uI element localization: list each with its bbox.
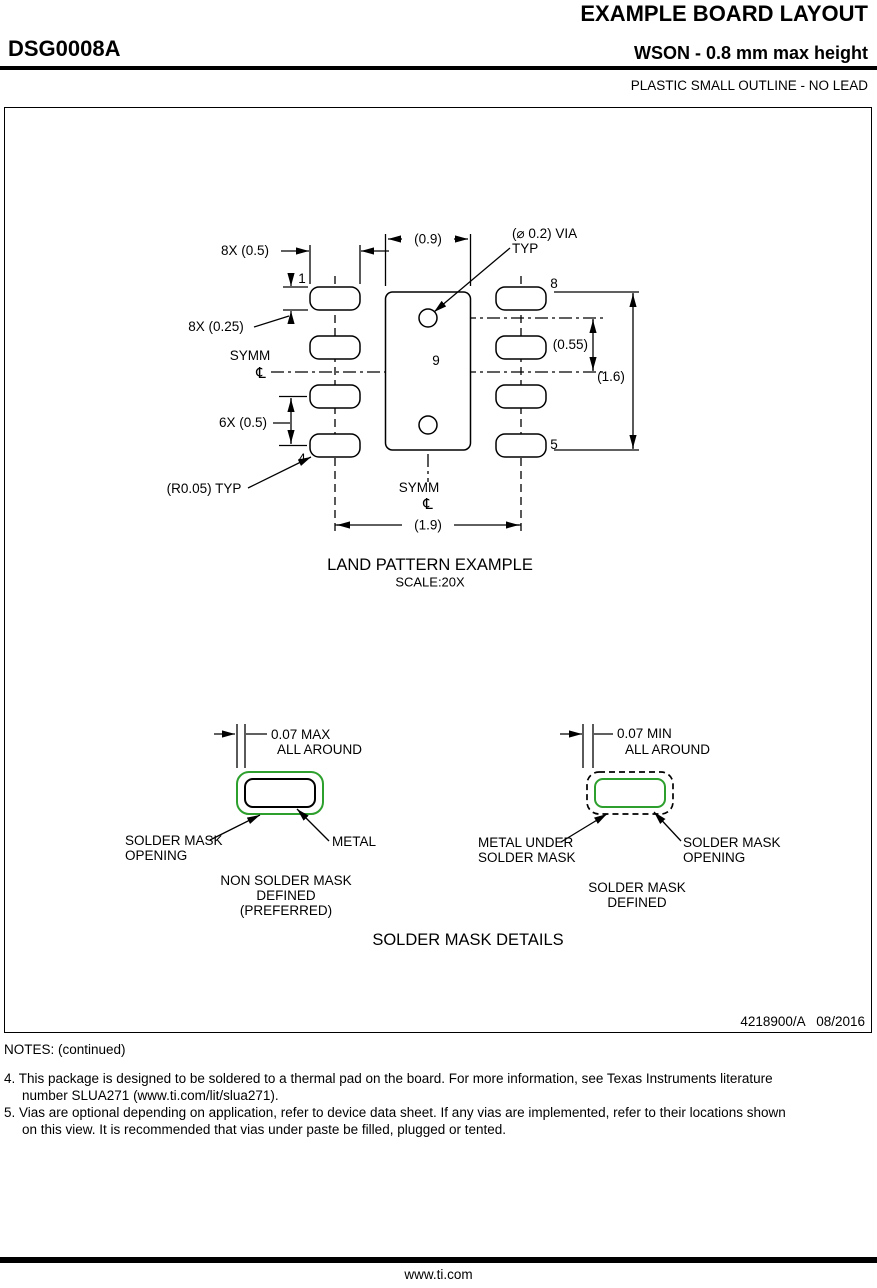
nsmd-metal-label: METAL	[332, 834, 376, 849]
via-callout: (⌀ 0.2) VIA TYP	[433, 226, 577, 313]
dim-pad-length-label: 8X (0.5)	[221, 243, 269, 258]
smd-clearance-label: 0.07 MIN	[617, 726, 672, 741]
dim-pad-span: (1.9)	[335, 518, 521, 533]
dim-center-height-label: (1.6)	[597, 369, 625, 384]
pin-1-label: 1	[298, 271, 306, 286]
smd-detail: 0.07 MIN ALL AROUND METAL UNDER SOLDER M…	[478, 724, 781, 910]
part-number: DSG0008A	[8, 36, 121, 61]
pad-6	[495, 384, 547, 409]
package-description: WSON - 0.8 mm max height	[633, 43, 868, 63]
land-pattern-title: LAND PATTERN EXAMPLE	[327, 556, 533, 574]
header-rule	[0, 66, 877, 70]
dim-pitch-label: 6X (0.5)	[219, 415, 267, 430]
symm-bottom: SYMM ℄	[399, 480, 440, 513]
notes-heading: NOTES: (continued)	[4, 1042, 126, 1057]
nsmd-clearance-label: 0.07 MAX	[271, 727, 330, 742]
land-pattern-scale: SCALE:20X	[395, 575, 465, 590]
dim-pitch: 6X (0.5)	[219, 395, 307, 447]
nsmd-clearance-scope: ALL AROUND	[277, 742, 362, 757]
smd-opening-label-line1: SOLDER MASK	[683, 835, 781, 850]
nsmd-caption-line1: NON SOLDER MASK	[220, 873, 351, 888]
nsmd-detail: 0.07 MAX ALL AROUND SOLDER MASK OPENING …	[125, 724, 376, 918]
smd-opening-label-line2: OPENING	[683, 850, 745, 865]
note-5-line1: 5. Vias are optional depending on applic…	[4, 1105, 786, 1120]
via-label-line1: (⌀ 0.2) VIA	[512, 226, 577, 241]
document-title: EXAMPLE BOARD LAYOUT	[580, 1, 868, 26]
note-4-line2: number SLUA271 (www.ti.com/lit/slua271).	[22, 1088, 279, 1103]
smd-metal-label-line1: METAL UNDER	[478, 835, 574, 850]
board-layout-drawing: (0.9) (⌀ 0.2) VIA TYP 8X (0.5) 8X (0.25)	[125, 226, 781, 949]
smd-metal-under-mask	[586, 771, 674, 815]
smd-metal-label-line2: SOLDER MASK	[478, 850, 576, 865]
dim-center-width: (0.9)	[384, 232, 472, 286]
land-pads	[309, 286, 547, 458]
pad-1	[309, 286, 361, 311]
pad-3	[309, 384, 361, 409]
pin-8-label: 8	[550, 276, 558, 291]
symm-left-label: SYMM	[230, 348, 271, 363]
drawing-number: 4218900/A 08/2016	[740, 1014, 865, 1029]
footer-bar	[0, 1257, 877, 1263]
pin-4-label: 4	[298, 451, 306, 466]
package-family: PLASTIC SMALL OUTLINE - NO LEAD	[630, 78, 868, 93]
pad-2	[309, 335, 361, 360]
pin-9-label: 9	[432, 353, 440, 368]
smd-mask-opening	[594, 778, 666, 808]
centerline-icon: ℄	[422, 496, 433, 513]
note-5-line2: on this view. It is recommended that via…	[22, 1122, 507, 1137]
smd-clearance-scope: ALL AROUND	[625, 742, 710, 757]
footer-website: www.ti.com	[404, 1267, 473, 1282]
nsmd-opening-label-line1: SOLDER MASK	[125, 833, 223, 848]
pad-5	[495, 433, 547, 458]
nsmd-mask-opening	[236, 771, 324, 815]
pin-5-label: 5	[550, 437, 558, 452]
dim-pad-length: 8X (0.5)	[221, 243, 389, 284]
thermal-pad	[384, 291, 472, 451]
note-4-line1: 4. This package is designed to be solder…	[4, 1071, 773, 1086]
pad-7	[495, 335, 547, 360]
nsmd-opening-label-line2: OPENING	[125, 848, 187, 863]
solder-mask-section-title: SOLDER MASK DETAILS	[372, 931, 563, 949]
dim-corner-radius-label: (R0.05) TYP	[167, 481, 242, 496]
smd-caption-line1: SOLDER MASK	[588, 880, 686, 895]
dim-corner-radius: (R0.05) TYP	[167, 456, 312, 496]
via-top	[418, 308, 438, 328]
pad-8	[495, 286, 547, 311]
dim-pad-width: 8X (0.25)	[188, 273, 308, 334]
dim-via-offset-label: (0.55)	[553, 337, 588, 352]
via-label-line2: TYP	[512, 241, 538, 256]
smd-caption-line2: DEFINED	[607, 895, 667, 910]
nsmd-caption-line3: (PREFERRED)	[240, 903, 332, 918]
dim-pad-span-label: (1.9)	[414, 518, 442, 533]
symm-left: SYMM ℄	[230, 348, 271, 382]
nsmd-caption-line2: DEFINED	[256, 888, 316, 903]
figure-frame: (0.9) (⌀ 0.2) VIA TYP 8X (0.5) 8X (0.25)	[4, 107, 872, 1033]
dim-center-width-label: (0.9)	[414, 232, 442, 247]
centerline-icon: ℄	[255, 365, 266, 382]
dim-via-offset: (0.55)	[553, 319, 597, 371]
notes-section: NOTES: (continued) 4. This package is de…	[4, 1042, 786, 1138]
pad-4	[309, 433, 361, 458]
symm-bottom-label: SYMM	[399, 480, 440, 495]
dim-center-height: (1.6)	[554, 291, 639, 451]
dim-pad-width-label: 8X (0.25)	[188, 319, 244, 334]
via-bottom	[418, 415, 438, 435]
nsmd-metal	[244, 778, 316, 808]
